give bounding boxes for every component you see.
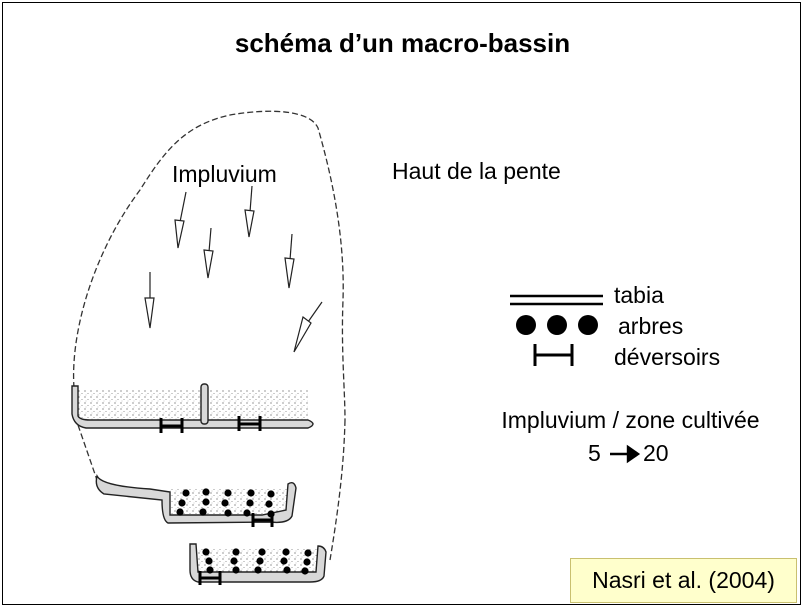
legend-label-tabia: tabia bbox=[614, 282, 664, 308]
runoff-arrow-icon bbox=[244, 185, 255, 238]
ratio-to: 20 bbox=[643, 440, 669, 466]
tabia-lower bbox=[189, 543, 327, 585]
ratio-from: 5 bbox=[588, 440, 601, 466]
spillway-icon bbox=[237, 416, 262, 431]
tabia-upper bbox=[71, 383, 314, 433]
runoff-arrow-icon bbox=[284, 233, 295, 289]
tree-row bbox=[202, 548, 312, 575]
catchment-boundary-right bbox=[329, 419, 346, 561]
source-citation: Nasri et al. (2004) bbox=[570, 558, 797, 603]
legend-label-spillways: déversoirs bbox=[614, 344, 721, 370]
runoff-arrow-icon bbox=[203, 227, 214, 279]
legend-tabia-icon bbox=[510, 294, 603, 306]
spillway-icon bbox=[159, 418, 184, 433]
spillway-icon bbox=[251, 513, 274, 527]
legend-label-trees: arbres bbox=[618, 313, 684, 339]
tabia-middle bbox=[95, 473, 297, 527]
runoff-arrow-icon bbox=[293, 301, 323, 353]
runoff-arrow-icon bbox=[144, 272, 155, 329]
legend-spillway-icon bbox=[533, 344, 574, 366]
runoff-arrows bbox=[144, 185, 323, 353]
legend-tree-icon bbox=[516, 315, 598, 335]
tree-row bbox=[176, 488, 275, 518]
ratio-arrow-icon bbox=[610, 444, 641, 464]
spillway-icon bbox=[198, 571, 222, 585]
ratio-caption: Impluvium / zone cultivée bbox=[501, 407, 760, 433]
catchment-boundary bbox=[72, 110, 346, 421]
catchment-boundary-lower bbox=[77, 424, 98, 481]
runoff-arrow-icon bbox=[174, 191, 187, 249]
diagram-title: schéma d’un macro-bassin bbox=[234, 28, 571, 58]
impluvium-label: Impluvium bbox=[172, 161, 277, 187]
top-of-slope-label: Haut de la pente bbox=[392, 158, 561, 184]
